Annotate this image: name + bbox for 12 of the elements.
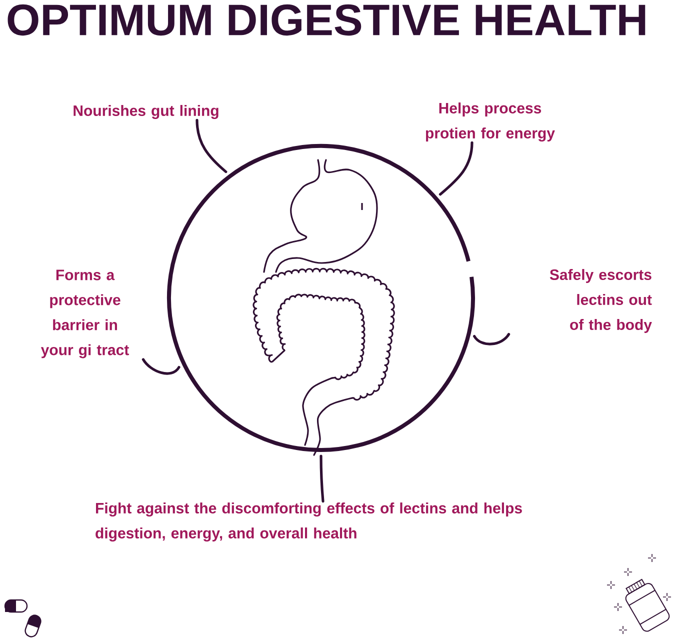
benefit-text: Nourishes gut lining [74, 104, 218, 120]
benefit-text: Helps process protien for energy [426, 102, 555, 142]
benefit-text: Safely escorts lectins out of the body [550, 269, 652, 333]
accent-stroke [473, 332, 510, 346]
accent-stroke [196, 118, 228, 174]
accent-stroke [438, 141, 474, 196]
circle-frame [167, 144, 475, 452]
benefit-text: Fight against the discomforting effects of lectins and helps digestion, energy, and overall health [96, 502, 522, 542]
benefit-text: Forms a protective barrier in your gi tract [40, 270, 129, 358]
accent-stroke [320, 454, 324, 503]
title: OPTIMUM DIGESTIVE HEALTH [8, 4, 646, 36]
accent-stroke [142, 358, 180, 375]
